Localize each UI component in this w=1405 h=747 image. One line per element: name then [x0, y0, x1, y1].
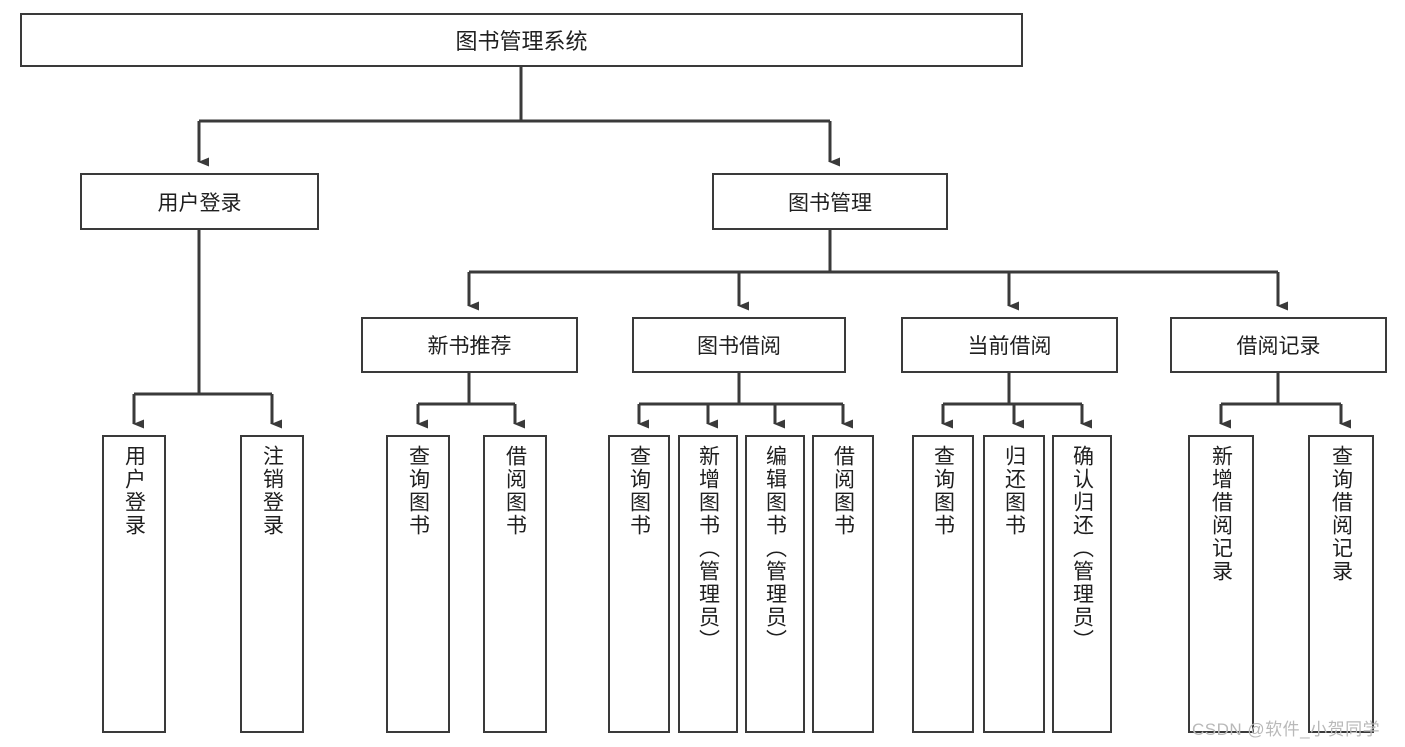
leaf-query-book-current[interactable]: 查询图书 [912, 435, 974, 733]
node-current-borrow-label: 当前借阅 [967, 335, 1052, 358]
leaf-add-book-admin-label: 新增图书（管理员） [696, 445, 720, 652]
leaf-return-book-label: 归还图书 [1002, 445, 1026, 537]
leaf-edit-book-admin-label: 编辑图书（管理员） [763, 445, 787, 652]
leaf-query-book-recommend[interactable]: 查询图书 [386, 435, 450, 733]
node-new-book-recommend-label: 新书推荐 [427, 335, 512, 358]
node-new-book-recommend[interactable]: 新书推荐 [361, 317, 578, 373]
leaf-query-borrow-record[interactable]: 查询借阅记录 [1308, 435, 1374, 733]
leaf-add-borrow-record-label: 新增借阅记录 [1209, 445, 1233, 583]
node-current-borrow[interactable]: 当前借阅 [901, 317, 1118, 373]
leaf-add-borrow-record[interactable]: 新增借阅记录 [1188, 435, 1254, 733]
leaf-confirm-return-admin[interactable]: 确认归还（管理员） [1052, 435, 1112, 733]
node-user-login-label: 用户登录 [157, 191, 242, 215]
leaf-user-logout-label: 注销登录 [260, 445, 284, 537]
node-borrow-record-label: 借阅记录 [1236, 335, 1321, 358]
leaf-query-borrow-record-label: 查询借阅记录 [1329, 445, 1353, 583]
leaf-query-book-recommend-label: 查询图书 [406, 445, 430, 537]
node-root[interactable]: 图书管理系统 [20, 13, 1023, 67]
node-book-borrow-label: 图书借阅 [697, 335, 781, 358]
leaf-confirm-return-admin-label: 确认归还（管理员） [1070, 445, 1094, 652]
leaf-query-book-borrow-label: 查询图书 [627, 445, 651, 537]
leaf-query-book-current-label: 查询图书 [931, 445, 955, 537]
node-book-management-label: 图书管理 [788, 191, 872, 215]
leaf-return-book[interactable]: 归还图书 [983, 435, 1045, 733]
leaf-user-logout[interactable]: 注销登录 [240, 435, 304, 733]
leaf-borrow-book-label: 借阅图书 [831, 445, 855, 537]
node-book-management[interactable]: 图书管理 [712, 173, 948, 230]
leaf-add-book-admin[interactable]: 新增图书（管理员） [678, 435, 738, 733]
node-borrow-record[interactable]: 借阅记录 [1170, 317, 1387, 373]
leaf-borrow-book[interactable]: 借阅图书 [812, 435, 874, 733]
node-book-borrow[interactable]: 图书借阅 [632, 317, 846, 373]
leaf-borrow-book-recommend-label: 借阅图书 [503, 445, 527, 537]
leaf-user-login[interactable]: 用户登录 [102, 435, 166, 733]
leaf-user-login-label: 用户登录 [122, 445, 146, 537]
leaf-borrow-book-recommend[interactable]: 借阅图书 [483, 435, 547, 733]
leaf-edit-book-admin[interactable]: 编辑图书（管理员） [745, 435, 805, 733]
watermark: CSDN @软件_小贺同学 [1192, 720, 1381, 739]
node-user-login[interactable]: 用户登录 [80, 173, 319, 230]
leaf-query-book-borrow[interactable]: 查询图书 [608, 435, 670, 733]
node-root-label: 图书管理系统 [455, 29, 588, 54]
